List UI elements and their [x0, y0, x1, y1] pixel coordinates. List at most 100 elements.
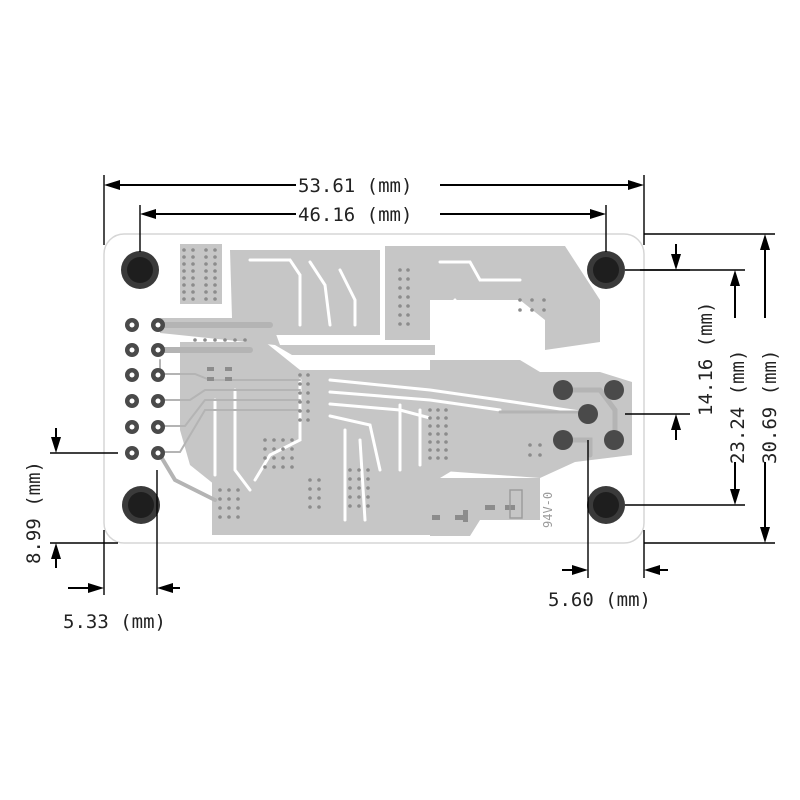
signal-trace [159, 389, 301, 401]
via [366, 477, 370, 481]
via [290, 438, 294, 442]
smd-pad [225, 367, 232, 371]
dim-overall-height: 30.69 (mm) [644, 233, 781, 544]
via [306, 391, 310, 395]
copper-pour-top-right [385, 246, 600, 350]
header-pad-hole [155, 347, 161, 353]
header-pads [125, 318, 165, 460]
header-pad-hole [129, 322, 135, 328]
via [182, 290, 186, 294]
via [306, 418, 310, 422]
via [227, 515, 231, 519]
via [306, 409, 310, 413]
via [406, 313, 410, 317]
via [298, 391, 302, 395]
mounting-hole-top-left-inner [127, 257, 153, 283]
copper-pour-top-left [180, 244, 222, 304]
via [398, 313, 402, 317]
module-traces [498, 387, 618, 458]
via [317, 487, 321, 491]
via [436, 408, 440, 412]
via [518, 308, 522, 312]
header-pad-hole [129, 398, 135, 404]
via [308, 505, 312, 509]
via [182, 283, 186, 287]
via [428, 416, 432, 420]
via [444, 408, 448, 412]
via [204, 269, 208, 273]
arrow-head [51, 437, 61, 453]
header-pad-hole [129, 450, 135, 456]
header-pad-hole [155, 424, 161, 430]
via [398, 286, 402, 290]
via [406, 304, 410, 308]
via [191, 269, 195, 273]
clearance-trace [328, 414, 382, 472]
header-pad-hole [129, 347, 135, 353]
clearance-trace [328, 390, 502, 412]
via [308, 478, 312, 482]
via [236, 497, 240, 501]
via [227, 488, 231, 492]
via [213, 297, 217, 301]
via [213, 276, 217, 280]
via [518, 298, 522, 302]
via [366, 468, 370, 472]
via [218, 488, 222, 492]
module-pad [553, 430, 573, 450]
via [444, 440, 448, 444]
via [542, 298, 546, 302]
dim-label-hole-spacing-y: 23.24 (mm) [727, 350, 749, 464]
via [348, 495, 352, 499]
via [436, 416, 440, 420]
dimension-annotations: 53.61 (mm) 46.16 (mm) 8.99 (mm) [23, 175, 781, 633]
arrow-head [572, 565, 588, 575]
via [428, 408, 432, 412]
smd-pad [207, 367, 214, 371]
via [306, 373, 310, 377]
via [436, 432, 440, 436]
via [204, 297, 208, 301]
header-pad-hole [155, 322, 161, 328]
via [406, 295, 410, 299]
via [193, 338, 197, 342]
via [348, 486, 352, 490]
via [182, 269, 186, 273]
arrow-head [760, 234, 770, 250]
dim-overall-width: 53.61 (mm) [103, 175, 645, 245]
via [213, 283, 217, 287]
via [357, 486, 361, 490]
via [428, 432, 432, 436]
via [227, 497, 231, 501]
via [272, 465, 276, 469]
signal-trace [159, 399, 301, 427]
via [263, 456, 267, 460]
via [538, 453, 542, 457]
via [213, 262, 217, 266]
dim-label-left-hole-offset: 5.33 (mm) [63, 611, 166, 633]
via [213, 290, 217, 294]
via [444, 448, 448, 452]
via [191, 276, 195, 280]
via [308, 496, 312, 500]
arrow-head [590, 209, 606, 219]
via [218, 497, 222, 501]
via [191, 255, 195, 259]
via [272, 456, 276, 460]
via [528, 443, 532, 447]
via [213, 255, 217, 259]
arrow-head [157, 583, 173, 593]
via [182, 255, 186, 259]
via [406, 322, 410, 326]
smd-pad [463, 510, 468, 522]
via [357, 477, 361, 481]
arrow-head [730, 270, 740, 286]
via [406, 268, 410, 272]
via [406, 286, 410, 290]
via [317, 505, 321, 509]
via [191, 297, 195, 301]
dim-right-hole-offset: 5.60 (mm) [548, 440, 668, 611]
smd-pad [485, 505, 495, 510]
clearance-trace [438, 260, 522, 282]
